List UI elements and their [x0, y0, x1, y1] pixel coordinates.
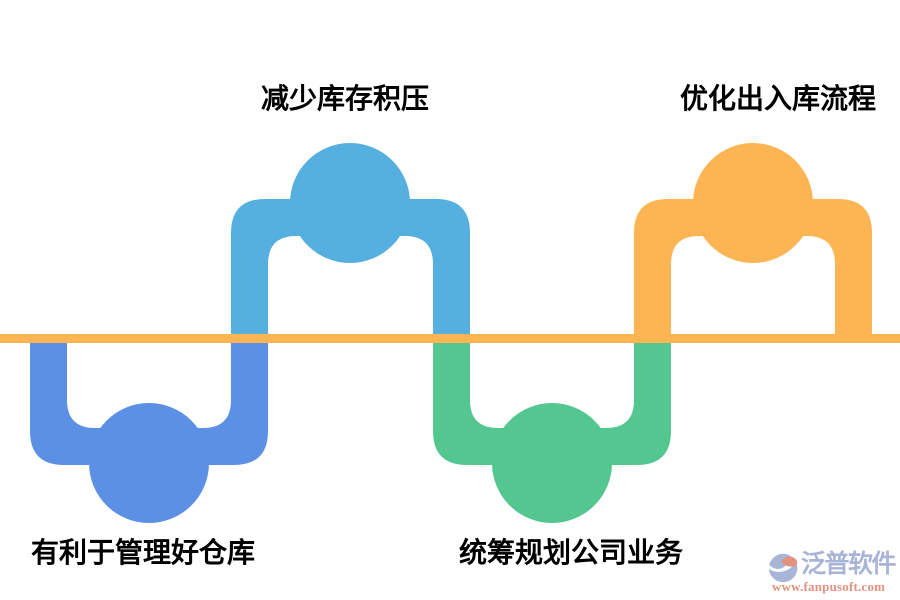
axis-line	[0, 334, 900, 343]
wave-trough-segment-2	[433, 334, 671, 465]
step-label-top-left: 减少库存积压	[260, 83, 430, 114]
watermark: 泛普软件 www.fanpusoft.com	[768, 549, 900, 599]
node-circle-top-left	[290, 143, 410, 263]
wave-peak-segment-1	[231, 199, 470, 343]
wave-peak-segment-2	[634, 199, 872, 343]
node-circle-bottom-left	[89, 403, 209, 523]
watermark-brand-text: 泛普软件	[801, 550, 897, 578]
fanpu-logo-icon	[768, 551, 799, 583]
step-label-bottom-middle: 统筹规划公司业务	[458, 537, 684, 568]
step-label-top-right: 优化出入库流程	[679, 83, 877, 114]
node-circle-top-right	[693, 143, 813, 263]
wave-trough-segment-1	[30, 334, 268, 465]
step-label-bottom-left: 有利于管理好仓库	[30, 537, 256, 568]
node-circle-bottom-middle	[492, 403, 612, 523]
watermark-url-text: www.fanpusoft.com	[772, 579, 886, 594]
